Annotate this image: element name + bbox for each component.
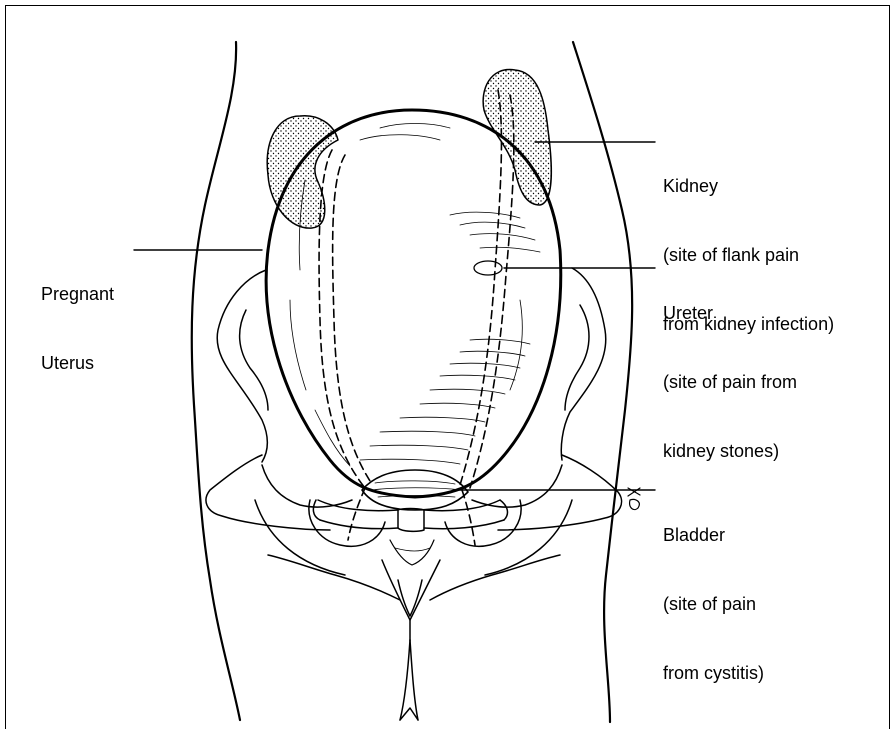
pubic-area — [313, 500, 507, 640]
body-outline — [192, 42, 632, 722]
label-pregnant-uterus-line2: Uterus — [41, 352, 114, 375]
label-bladder-line3: from cystitis) — [663, 662, 764, 685]
bladder — [362, 470, 468, 565]
label-kidney-line1: Kidney — [663, 175, 834, 198]
left-pelvis — [206, 270, 400, 600]
label-ureter-line1: Ureter — [663, 302, 797, 325]
right-pelvis — [430, 268, 622, 600]
artist-signature — [628, 488, 640, 510]
label-bladder: Bladder (site of pain from cystitis) — [663, 478, 764, 708]
label-ureter-line2: (site of pain from — [663, 371, 797, 394]
uterus-shading — [290, 124, 540, 467]
left-kidney — [267, 116, 338, 228]
kidney-stone — [474, 261, 502, 275]
leader-lines — [134, 142, 655, 490]
label-pregnant-uterus: Pregnant Uterus — [41, 237, 114, 398]
label-bladder-line2: (site of pain — [663, 593, 764, 616]
label-bladder-line1: Bladder — [663, 524, 764, 547]
label-pregnant-uterus-line1: Pregnant — [41, 283, 114, 306]
label-ureter: Ureter (site of pain from kidney stones) — [663, 256, 797, 486]
label-ureter-line3: kidney stones) — [663, 440, 797, 463]
legs — [400, 640, 418, 720]
